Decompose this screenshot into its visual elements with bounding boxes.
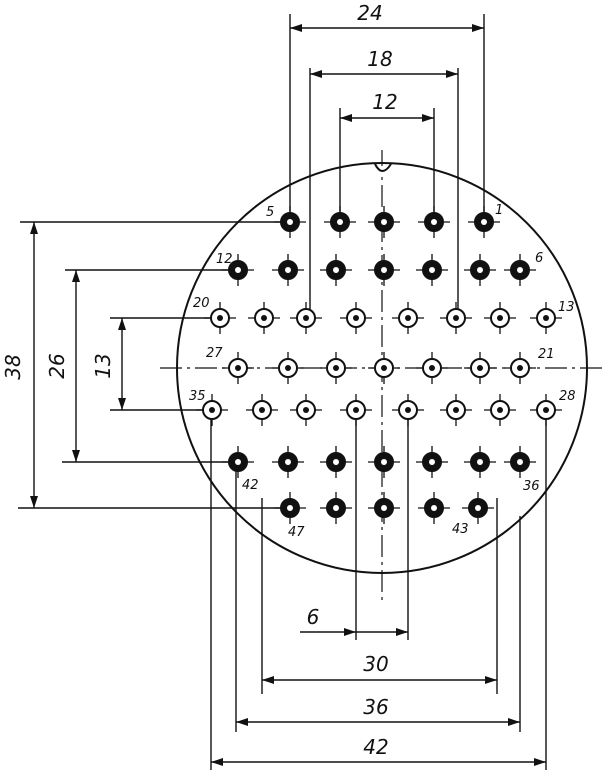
pin-contact <box>290 394 322 426</box>
pin-contact <box>440 394 472 426</box>
pin-contact <box>464 352 496 384</box>
pin-contact <box>530 302 562 334</box>
pin-contact <box>290 302 322 334</box>
pin-contact <box>320 352 352 384</box>
pin-contact <box>320 492 352 524</box>
dim-bottom-30: 30 <box>363 652 388 676</box>
pin-contact <box>504 446 536 478</box>
dim-left-38: 38 <box>1 354 25 379</box>
dim-top-12: 12 <box>372 90 397 114</box>
pin-contact <box>368 254 400 286</box>
pin-label-42: 42 <box>242 478 259 493</box>
pin-contact <box>440 302 472 334</box>
pin-contact <box>392 302 424 334</box>
bottom-extension-lines <box>210 408 547 770</box>
pin-contact <box>340 394 372 426</box>
pin-contact <box>416 446 448 478</box>
pin-contact <box>324 206 356 238</box>
left-extension-lines <box>18 221 290 509</box>
pin-label-13: 13 <box>558 300 575 315</box>
pin-label-36: 36 <box>523 479 540 494</box>
pin-contact <box>320 254 352 286</box>
pin-label-6: 6 <box>535 251 543 266</box>
pin-contact <box>272 446 304 478</box>
pin-contact <box>196 394 228 426</box>
pin-contact <box>274 206 306 238</box>
pin-contact <box>340 302 372 334</box>
pin-label-27: 27 <box>206 346 223 361</box>
connector-body-circle <box>176 162 588 574</box>
arrowheads <box>30 24 546 766</box>
pin-contact <box>204 302 236 334</box>
pin-contact <box>504 352 536 384</box>
pin-contact <box>368 352 400 384</box>
dim-top-24: 24 <box>357 1 382 25</box>
pin-label-35: 35 <box>189 389 206 404</box>
pin-contact <box>320 446 352 478</box>
pin-contact <box>418 206 450 238</box>
pin-contact <box>272 254 304 286</box>
pin-contact <box>418 492 450 524</box>
pin-contact <box>504 254 536 286</box>
pin-label-21: 21 <box>538 347 555 362</box>
pin-label-5: 5 <box>266 205 274 220</box>
pin-contact <box>272 352 304 384</box>
pin-label-28: 28 <box>559 389 576 404</box>
pin-contact <box>530 394 562 426</box>
pin-contact <box>368 492 400 524</box>
pin-contact <box>222 446 254 478</box>
pin-contact <box>222 254 254 286</box>
pin-contact <box>464 446 496 478</box>
dimension-lines <box>33 27 546 763</box>
dim-top-18: 18 <box>367 47 392 71</box>
pin-contact <box>392 394 424 426</box>
pin-contact <box>274 492 306 524</box>
pin-grid <box>196 206 562 524</box>
dim-bottom-42: 42 <box>363 735 388 759</box>
pin-label-43: 43 <box>452 522 469 537</box>
pin-contact <box>468 206 500 238</box>
dim-left-13: 13 <box>91 353 115 378</box>
dim-bottom-36: 36 <box>363 695 388 719</box>
dim-left-26: 26 <box>45 353 69 378</box>
key-notch <box>374 163 392 172</box>
pin-contact <box>484 394 516 426</box>
pin-contact <box>484 302 516 334</box>
pin-contact <box>248 302 280 334</box>
pin-contact <box>222 352 254 384</box>
pin-contact <box>368 206 400 238</box>
pin-contact <box>416 254 448 286</box>
pin-label-20: 20 <box>193 296 210 311</box>
pin-label-47: 47 <box>288 525 305 540</box>
dim-bottom-6: 6 <box>307 605 320 629</box>
pin-contact <box>462 492 494 524</box>
top-extension-lines <box>289 14 485 320</box>
pin-contact <box>416 352 448 384</box>
pin-contact <box>246 394 278 426</box>
pin-label-12: 12 <box>216 252 233 267</box>
pin-contact <box>368 446 400 478</box>
pin-contact <box>464 254 496 286</box>
pin-label-1: 1 <box>495 203 503 218</box>
